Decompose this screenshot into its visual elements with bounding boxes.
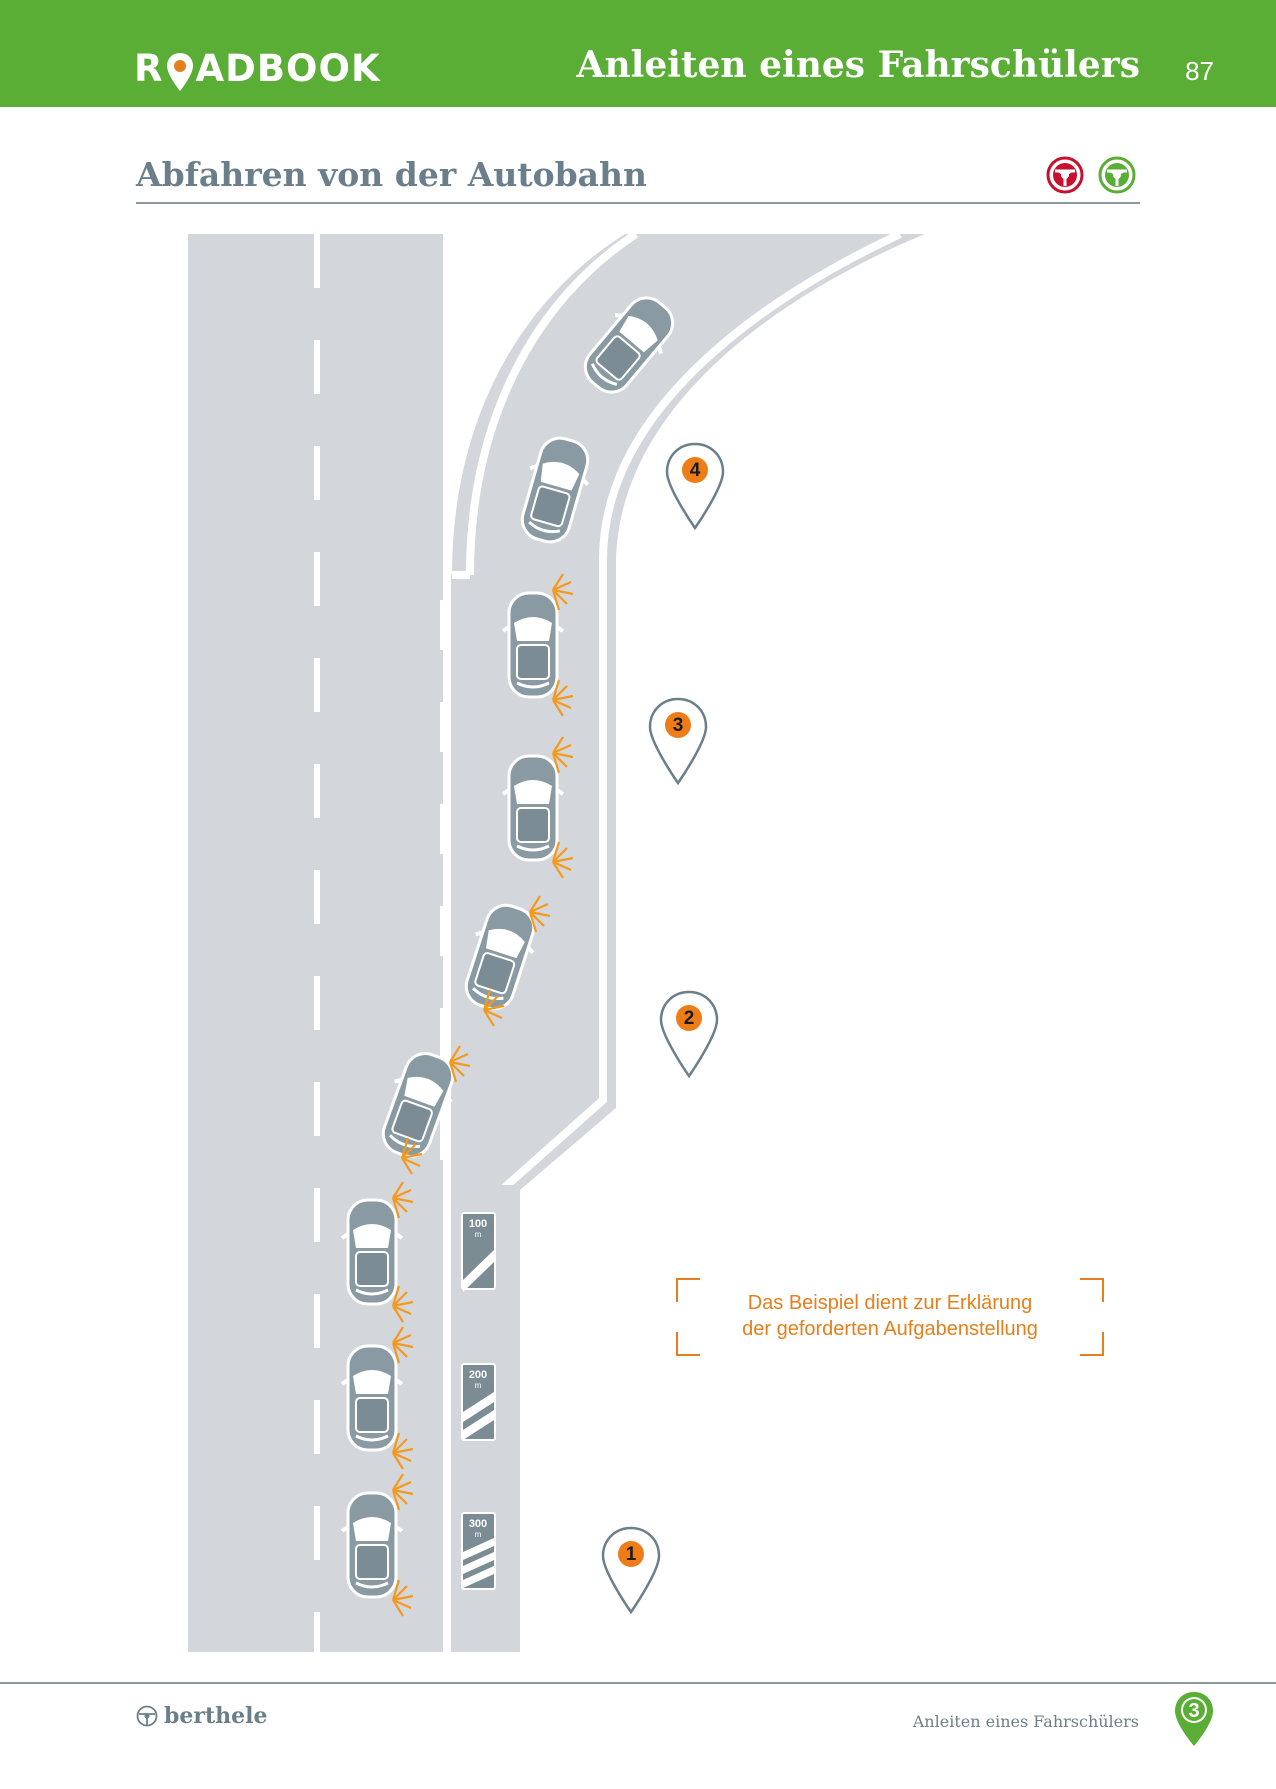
footer-title: Anleiten eines Fahrschülers — [912, 1712, 1139, 1731]
footer-brand: berthele — [136, 1703, 267, 1729]
section-title: Abfahren von der Autobahn — [136, 155, 648, 194]
svg-text:1: 1 — [626, 1544, 637, 1565]
header-title: Anleiten eines Fahrschülers — [576, 44, 1140, 86]
marker-1: 1 — [601, 1526, 661, 1614]
car-1 — [340, 1491, 404, 1599]
logo-text-end: ADBOOK — [195, 46, 381, 90]
car-3 — [340, 1198, 404, 1306]
steering-wheel-red-icon — [1046, 156, 1084, 194]
sign-200m: 200 m — [461, 1363, 496, 1441]
page-header: R ADBOOK Anleiten eines Fahrschülers 87 — [0, 0, 1276, 107]
marker-4: 4 — [665, 442, 725, 530]
svg-text:4: 4 — [690, 460, 701, 481]
svg-text:100: 100 — [469, 1218, 487, 1230]
svg-text:m: m — [475, 1381, 482, 1390]
svg-text:m: m — [475, 1530, 482, 1539]
title-divider — [136, 202, 1140, 204]
marker-3: 3 — [648, 697, 708, 785]
roadbook-logo: R ADBOOK — [134, 42, 381, 94]
note-line-2: der geforderten Aufgabenstellung — [742, 1318, 1038, 1340]
exit-ramp — [452, 234, 925, 1652]
example-note: Das Beispiel dient zur Erklärung der gef… — [676, 1278, 1104, 1356]
footer-divider — [0, 1682, 1276, 1684]
steering-wheel-green-icon — [1098, 156, 1136, 194]
svg-text:m: m — [475, 1230, 482, 1239]
steering-wheel-icon — [136, 1705, 158, 1727]
car-2 — [340, 1344, 404, 1452]
logo-text-start: R — [134, 46, 164, 90]
sign-100m: 100 m — [461, 1212, 496, 1292]
marker-2: 2 — [659, 990, 719, 1078]
svg-text:200: 200 — [469, 1369, 487, 1381]
location-pin-icon — [166, 53, 193, 91]
svg-text:300: 300 — [469, 1518, 487, 1530]
car-7 — [501, 591, 565, 699]
svg-text:2: 2 — [684, 1008, 695, 1029]
brand-name: berthele — [164, 1703, 268, 1729]
svg-text:3: 3 — [673, 715, 684, 736]
chapter-number: 3 — [1188, 1700, 1199, 1722]
chapter-pin-icon: 3 — [1175, 1692, 1213, 1746]
page-number: 87 — [1185, 56, 1214, 86]
note-line-1: Das Beispiel dient zur Erklärung — [747, 1292, 1033, 1314]
car-6 — [501, 754, 565, 862]
sign-300m: 300 m — [461, 1512, 496, 1590]
